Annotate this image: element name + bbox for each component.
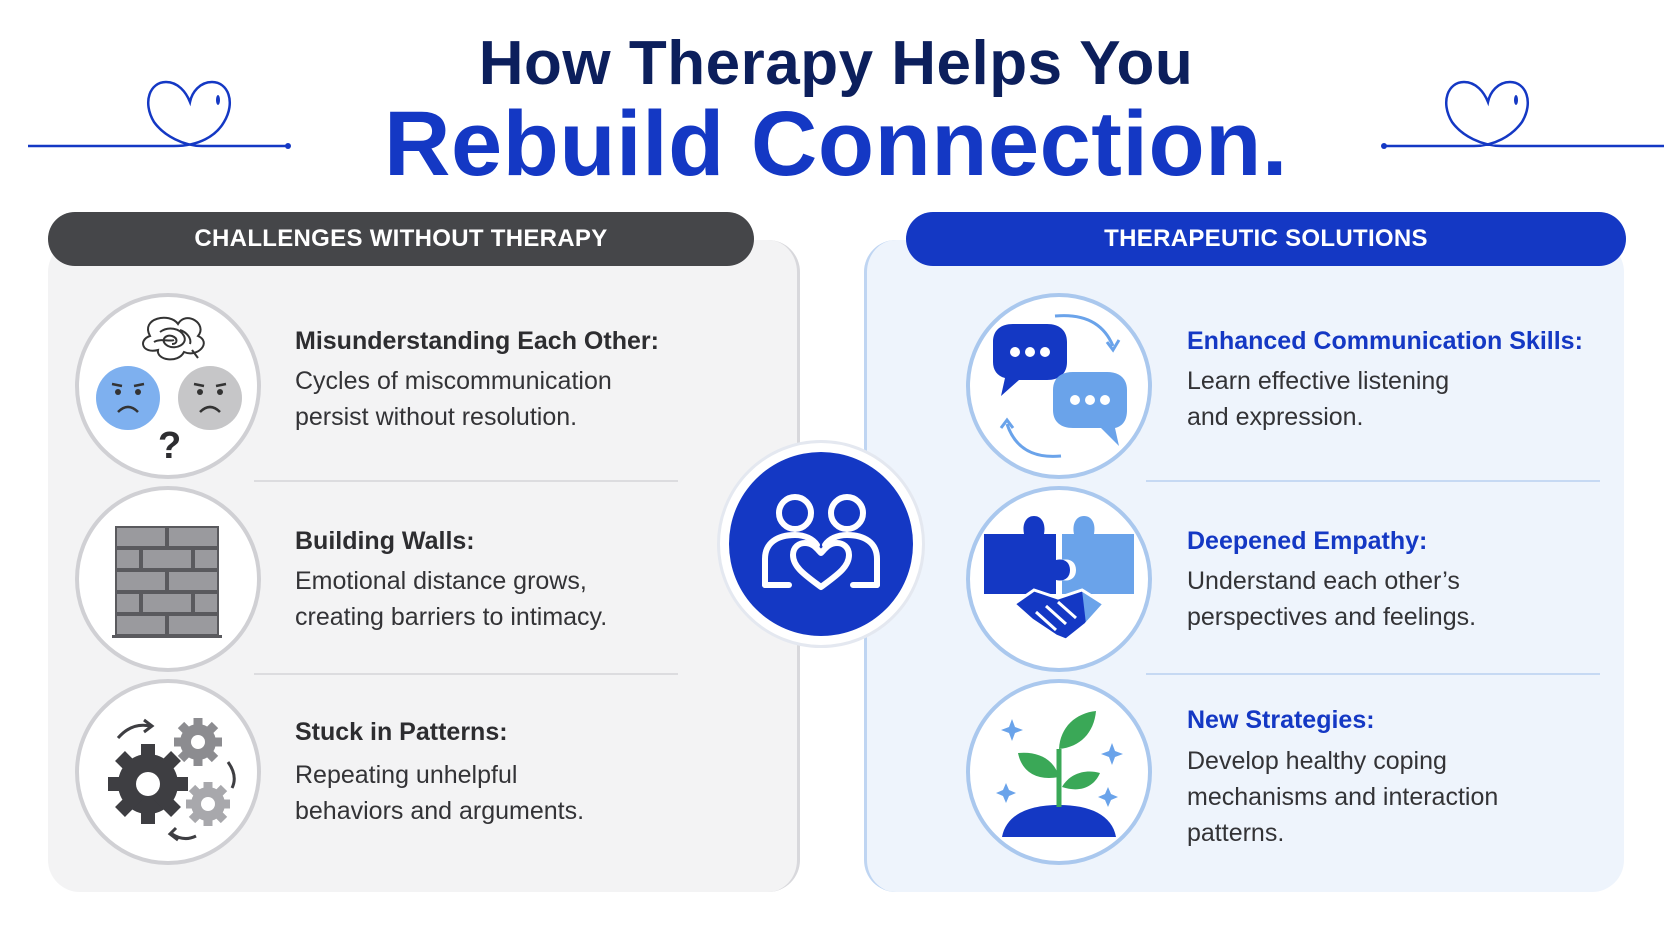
item-description: Learn effective listening [1187, 367, 1450, 395]
heart-line-left-icon [28, 80, 291, 149]
item-title: Deepened Empathy: [1187, 527, 1428, 555]
item-description: Cycles of miscommunication [295, 367, 612, 395]
gears-icon [75, 679, 261, 865]
solutions-header: THERAPEUTIC SOLUTIONS [906, 212, 1626, 266]
item-description: creating barriers to intimacy. [295, 603, 608, 631]
separator [254, 673, 678, 675]
item-description: mechanisms and interaction [1187, 783, 1499, 811]
heart-line-right-icon [1381, 80, 1664, 149]
item-title: Building Walls: [295, 527, 475, 555]
separator [1146, 673, 1600, 675]
confused-faces-icon: ? [75, 293, 261, 479]
item-title: Stuck in Patterns: [295, 718, 508, 746]
item-description: Understand each other’s [1187, 567, 1460, 595]
puzzle-handshake-icon [966, 486, 1152, 672]
sprout-icon [966, 679, 1152, 865]
separator [1146, 480, 1600, 482]
chat-bubbles-icon [966, 293, 1152, 479]
title-line-1: How Therapy Helps You [478, 29, 1194, 98]
item-description: Emotional distance grows, [295, 567, 587, 595]
item-description: perspectives and feelings. [1187, 603, 1477, 631]
item-description: Develop healthy coping [1187, 747, 1447, 775]
couple-heart-icon [729, 452, 913, 636]
title-line-2: Rebuild Connection. [384, 93, 1288, 195]
brick-wall-icon [75, 486, 261, 672]
center-badge [717, 440, 925, 648]
item-title: Misunderstanding Each Other: [295, 327, 659, 355]
item-description: behaviors and arguments. [295, 797, 585, 825]
challenges-header: CHALLENGES WITHOUT THERAPY [48, 212, 754, 266]
svg-text:?: ? [158, 425, 181, 467]
item-description: patterns. [1187, 819, 1285, 847]
separator [254, 480, 678, 482]
item-title: Enhanced Communication Skills: [1187, 327, 1583, 355]
item-description: Repeating unhelpful [295, 761, 518, 789]
item-description: persist without resolution. [295, 403, 578, 431]
item-title: New Strategies: [1187, 706, 1375, 734]
item-description: and expression. [1187, 403, 1364, 431]
